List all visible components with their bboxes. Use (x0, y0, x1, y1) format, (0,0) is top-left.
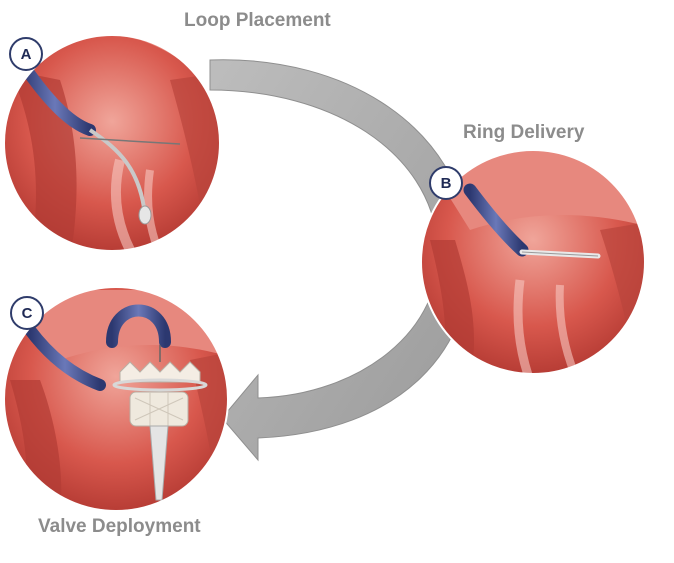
step-badge-a: A (9, 37, 43, 71)
process-arrow (209, 59, 472, 462)
step-badge-c: C (10, 296, 44, 330)
step-badge-b: B (429, 166, 463, 200)
step-title-valve-deployment: Valve Deployment (38, 516, 201, 537)
step-title-ring-delivery: Ring Delivery (463, 122, 585, 143)
circle-a-illustration (3, 34, 221, 252)
circle-c-illustration (3, 286, 229, 512)
step-title-loop-placement: Loop Placement (184, 10, 331, 31)
circle-b-illustration (420, 149, 646, 375)
